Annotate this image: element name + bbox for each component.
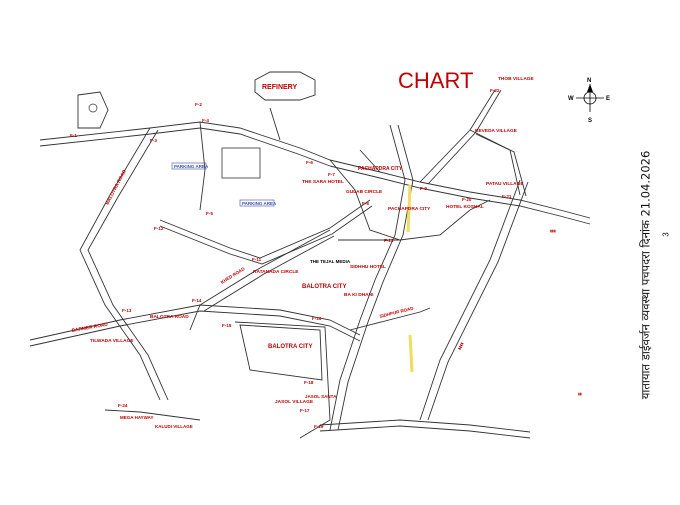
checkpoint-f11: F-11	[252, 257, 262, 262]
checkpoint-f5: F-5	[206, 211, 213, 216]
checkpoint-f12: F-12	[154, 226, 164, 231]
compass-e: E	[606, 96, 610, 102]
label-mega-highway: MEGA HAYWAY	[120, 415, 154, 420]
compass-s: S	[588, 118, 592, 124]
road-network	[29, 89, 591, 439]
label-reveda-village: REVEDA VILLAGE	[475, 128, 518, 134]
parking-area-label-2: PARKING AREA	[239, 199, 277, 207]
label-balotra-road-2: BALOTRA ROAD	[150, 314, 189, 320]
parking-lot-box	[221, 147, 261, 179]
label-balotra-city-2: BALOTRA CITY	[268, 344, 312, 350]
label-kalude-village: KALUDI VILLAGE	[155, 424, 193, 429]
parking-area-label-1: PARKING AREA	[171, 162, 209, 170]
checkpoint-f8: F-8	[362, 201, 369, 206]
label-pachapdra-city-2: PACHAPDRA CITY	[388, 206, 431, 212]
label-pachapdra-city-1: PACHAPDRA CITY	[358, 166, 403, 172]
label-sidhhu-hotel: SIDHHU HOTEL	[350, 264, 386, 270]
svg-text:▮▮: ▮▮	[578, 392, 582, 396]
checkpoint-labels: F-1 F-2 F-3 F-4 F-5 F-6 F-7 F-8 F-9 F-11…	[70, 88, 512, 429]
checkpoint-f16: F-16	[312, 316, 322, 321]
vertical-note: यातायात डाईवर्जन व्यवस्था पचपदरा दिनांक …	[633, 70, 659, 480]
checkpoint-f4: F-4	[202, 118, 209, 123]
label-khed-road: KHED ROAD	[220, 266, 246, 285]
svg-text:PARKING AREA: PARKING AREA	[242, 201, 277, 206]
label-ratanada-circle: RATANADA CIRCLE	[253, 269, 299, 275]
label-gulab-circle: GULAB CIRCLE	[346, 189, 383, 195]
checkpoint-f1: F-1	[70, 133, 77, 138]
page-number: 3	[661, 232, 671, 237]
checkpoint-f18: F-18	[304, 380, 314, 385]
label-sidhpur-road: SIDHPUR ROAD	[379, 306, 415, 319]
label-hotel-koshal: HOTEL KOSHAL	[446, 204, 484, 210]
highlight-road-2	[408, 334, 414, 373]
label-thob-village: THOB VILLAGE	[498, 76, 535, 82]
label-tilwada-village: TILWADA VILLAGE	[90, 338, 134, 344]
label-jasol-santa: JASOL SANTA	[305, 394, 337, 399]
label-jasol-village: JASOL VILLAGE	[275, 399, 314, 405]
label-the-sara-hotel: THE SARA HOTEL	[302, 179, 344, 185]
compound-circle	[88, 103, 98, 113]
compound-shape	[77, 91, 109, 129]
svg-text:▮▮▮: ▮▮▮	[550, 229, 556, 233]
label-barmer-road: BARMER ROAD	[71, 322, 109, 334]
checkpoint-f14: F-14	[192, 298, 202, 303]
checkpoint-f9: F-9	[420, 186, 427, 191]
checkpoint-f23: F-23	[384, 238, 394, 243]
compass-n: N	[587, 78, 591, 84]
label-ba-ki-dhani: BA KI DHANI	[344, 292, 374, 298]
checkpoint-f6: F-6	[306, 160, 313, 165]
vertical-note-text: यातायात डाईवर्जन व्यवस्था पचपदरा दिनांक …	[638, 150, 653, 400]
label-balotra-city-1: BALOTRA CITY	[302, 284, 346, 290]
label-patau-village: PATAU VILLAGE	[486, 181, 524, 187]
svg-text:PARKING AREA: PARKING AREA	[174, 164, 209, 169]
checkpoint-f22: F-22	[490, 88, 500, 93]
map-title: CHART	[398, 68, 473, 93]
checkpoint-f3: F-3	[150, 138, 157, 143]
compass-rose-icon: N S E W	[568, 78, 610, 124]
label-the-tejal-media: THE TEJAL MEDIA	[310, 259, 351, 264]
checkpoint-f7: F-7	[328, 172, 335, 177]
checkpoint-f17: F-17	[300, 408, 310, 413]
checkpoint-f21: F-21	[502, 194, 512, 199]
checkpoint-f2: F-2	[195, 102, 202, 107]
checkpoint-f19: F-19	[314, 424, 324, 429]
highlight-road-1	[406, 184, 412, 233]
refinery-block: REFINERY	[254, 71, 316, 101]
svg-text:▮▮▮▮: ▮▮▮▮	[457, 342, 464, 351]
checkpoint-f24: F-24	[118, 403, 128, 408]
svg-text:REFINERY: REFINERY	[262, 84, 297, 91]
checkpoint-f15: F-15	[222, 323, 232, 328]
checkpoint-f20: F-20	[462, 197, 472, 202]
compass-w: W	[568, 96, 574, 102]
small-road-annotations: ▮▮▮ ▮▮▮▮ ▮▮	[457, 229, 582, 396]
checkpoint-f13: F-13	[122, 308, 132, 313]
